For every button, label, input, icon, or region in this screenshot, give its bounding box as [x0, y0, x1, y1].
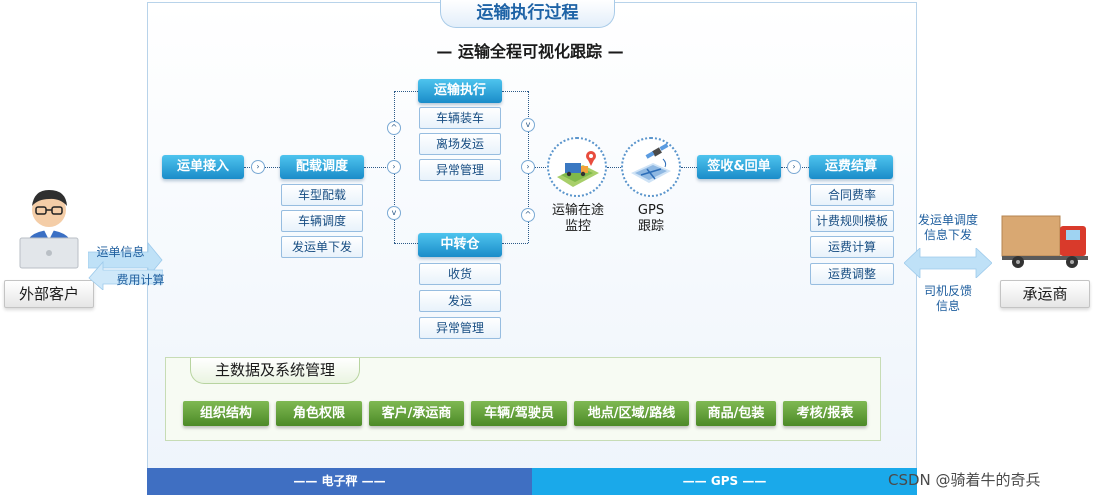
gps-label-line1: GPS — [637, 203, 665, 218]
connector-dot-7: ^ — [521, 208, 535, 222]
connector-dot-5: v — [521, 118, 535, 132]
line-branch-left-top — [394, 91, 418, 92]
satellite-map-icon — [631, 143, 671, 183]
freight-item[interactable]: 运费计算 — [810, 236, 894, 258]
monitor-label: 运输在途 监控 — [538, 203, 618, 235]
customer-arrow-bottom-label: 费用计算 — [116, 273, 165, 287]
carrier-arrow-top-line1: 发运单调度 — [917, 213, 978, 227]
connector-dot-1: › — [251, 160, 265, 174]
gps-label: GPS 跟踪 — [611, 203, 691, 235]
line-gps-to-sign — [681, 167, 697, 168]
carrier-arrow-bottom-label: 司机反馈 信息 — [906, 284, 990, 314]
customer-box[interactable]: 外部客户 — [4, 280, 94, 308]
page-subtitle: — 运输全程可视化跟踪 — — [436, 42, 624, 61]
transport-item[interactable]: 异常管理 — [419, 159, 501, 181]
freight-node[interactable]: 运费结算 — [809, 155, 893, 179]
customer-arrow — [88, 241, 163, 290]
bottom-bar-scale: —— 电子秤 —— — [147, 468, 532, 495]
freight-item[interactable]: 计费规则模板 — [810, 210, 894, 232]
order-receive-node[interactable]: 运单接入 — [162, 155, 244, 179]
connector-dot-3: ^ — [387, 121, 401, 135]
transfer-item[interactable]: 发运 — [419, 290, 501, 312]
transfer-item[interactable]: 异常管理 — [419, 317, 501, 339]
watermark: CSDN @骑着牛的奇兵 — [888, 471, 1041, 489]
gps-label-line2: 跟踪 — [637, 219, 664, 234]
transport-node[interactable]: 运输执行 — [418, 79, 502, 103]
line-branch-right-bottom — [502, 243, 528, 244]
freight-item[interactable]: 运费调整 — [810, 263, 894, 285]
transport-item[interactable]: 车辆装车 — [419, 107, 501, 129]
truck-icon — [1001, 215, 1088, 268]
customer-arrow-top-label: 运单信息 — [96, 245, 145, 259]
master-data-title: 主数据及系统管理 — [190, 358, 360, 384]
transfer-item[interactable]: 收货 — [419, 263, 501, 285]
md-button-location[interactable]: 地点/区域/路线 — [574, 401, 689, 426]
line-monitor-to-gps — [607, 167, 621, 168]
md-button-org[interactable]: 组织结构 — [183, 401, 269, 426]
carrier-arrow — [904, 248, 992, 278]
connector-dot-4: v — [387, 206, 401, 220]
truck-map-icon — [557, 151, 599, 187]
monitor-label-line1: 运输在途 — [551, 203, 604, 218]
md-button-customer[interactable]: 客户/承运商 — [369, 401, 464, 426]
customer-person-icon — [19, 190, 79, 269]
connector-dot-8: › — [787, 160, 801, 174]
connector-dot-2: › — [387, 160, 401, 174]
md-button-vehicle[interactable]: 车辆/驾驶员 — [471, 401, 567, 426]
sign-node[interactable]: 签收&回单 — [697, 155, 781, 179]
connector-dot-6: › — [521, 160, 535, 174]
transport-item[interactable]: 离场发运 — [419, 133, 501, 155]
md-button-goods[interactable]: 商品/包装 — [696, 401, 776, 426]
transfer-node[interactable]: 中转仓 — [418, 233, 502, 257]
monitor-label-line2: 监控 — [564, 219, 591, 234]
line-dispatch-to-branch — [364, 167, 394, 168]
carrier-box[interactable]: 承运商 — [1000, 280, 1090, 308]
dispatch-node[interactable]: 配载调度 — [280, 155, 364, 179]
freight-item[interactable]: 合同费率 — [810, 184, 894, 206]
carrier-arrow-top-line2: 信息下发 — [923, 228, 972, 242]
carrier-arrow-top-label: 发运单调度 信息下发 — [906, 213, 990, 243]
dispatch-item[interactable]: 车辆调度 — [281, 210, 363, 232]
dispatch-item[interactable]: 车型配载 — [281, 184, 363, 206]
line-branch-right-top — [502, 91, 528, 92]
monitor-circle — [547, 137, 607, 197]
line-branch-to-monitor — [528, 167, 548, 168]
dispatch-item[interactable]: 发运单下发 — [281, 236, 363, 258]
page-title: 运输执行过程 — [440, 0, 615, 28]
line-branch-left-bottom — [394, 243, 418, 244]
md-button-report[interactable]: 考核/报表 — [783, 401, 867, 426]
gps-circle — [621, 137, 681, 197]
carrier-arrow-bottom-line2: 信息 — [935, 299, 960, 313]
carrier-arrow-bottom-line1: 司机反馈 — [923, 284, 972, 298]
md-button-role[interactable]: 角色权限 — [276, 401, 362, 426]
bottom-bar-gps: —— GPS —— — [532, 468, 917, 495]
